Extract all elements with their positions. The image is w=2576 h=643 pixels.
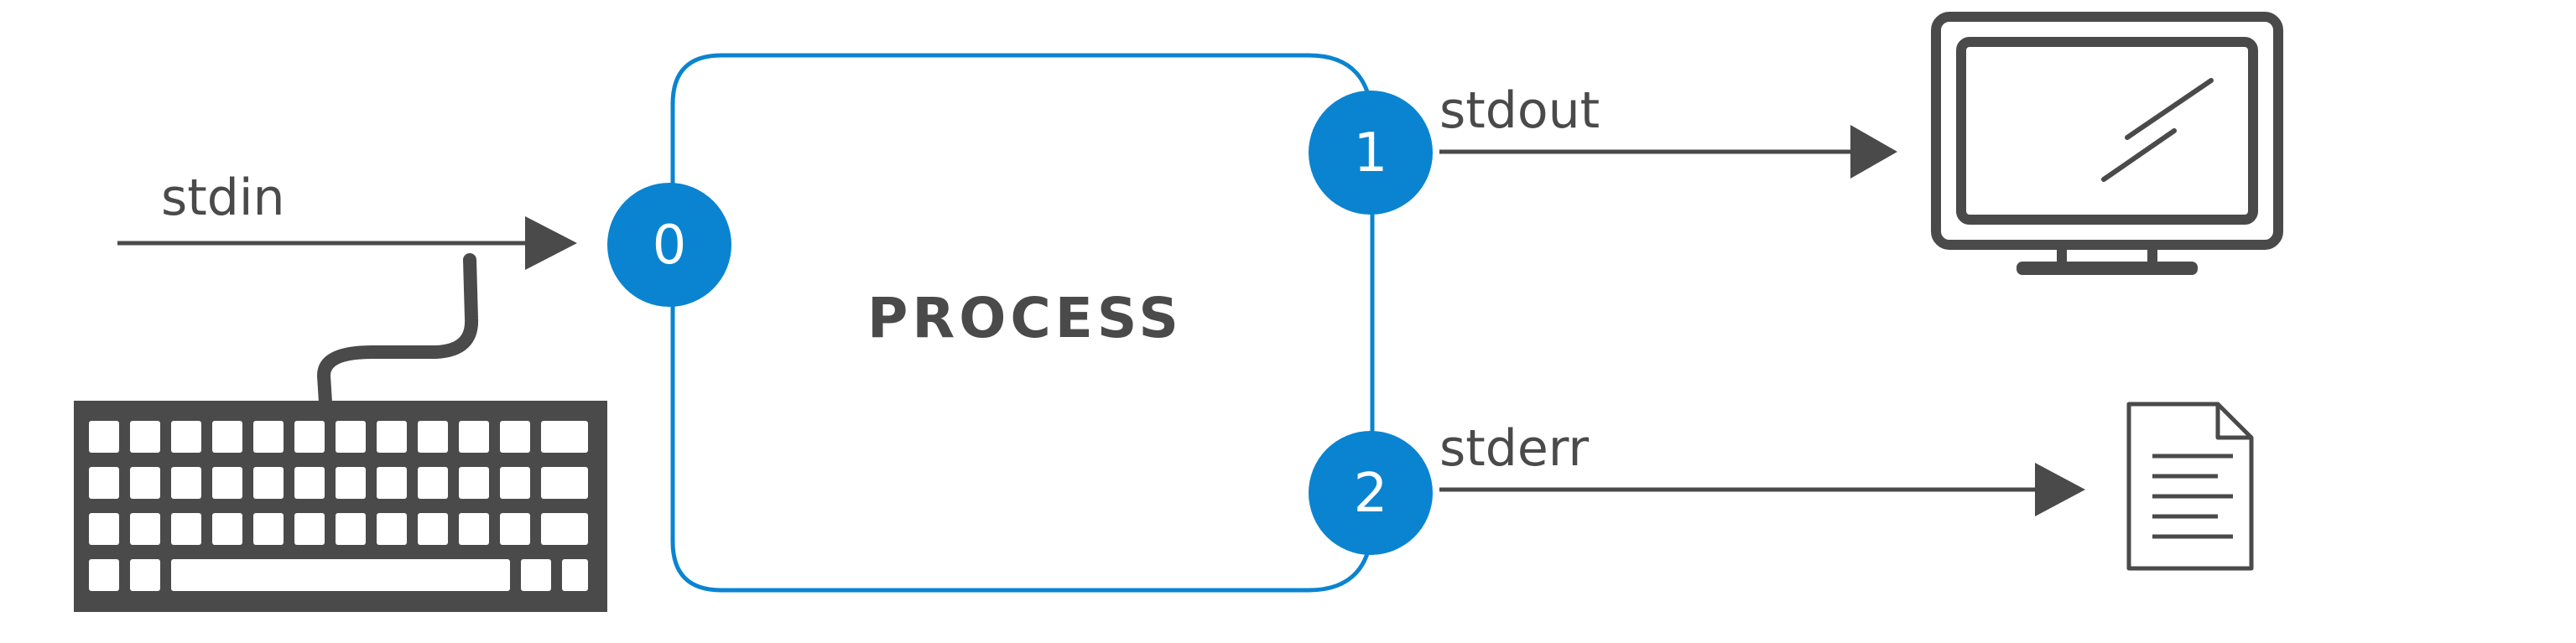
fd-number-stdin: 0 [653,215,687,277]
fd-badge-stderr: 2 [1309,431,1433,555]
monitor-icon [1931,12,2283,275]
document-icon [2126,402,2254,571]
stderr-arrow [1439,463,2085,516]
fd-badge-stdin: 0 [607,183,731,307]
fd-number-stderr: 2 [1354,463,1388,525]
process-label: PROCESS [867,286,1183,350]
keyboard-icon [74,401,607,612]
fd-number-stdout: 1 [1354,122,1388,184]
stdin-arrow [117,216,577,270]
fd-badge-stdout: 1 [1309,91,1433,215]
stderr-label: stderr [1439,419,1589,478]
stdin-label: stdin [161,169,285,227]
stdout-arrow [1439,125,1897,179]
stdout-label: stdout [1439,81,1600,140]
process-box [670,53,1375,593]
keyboard-cable [316,253,479,409]
